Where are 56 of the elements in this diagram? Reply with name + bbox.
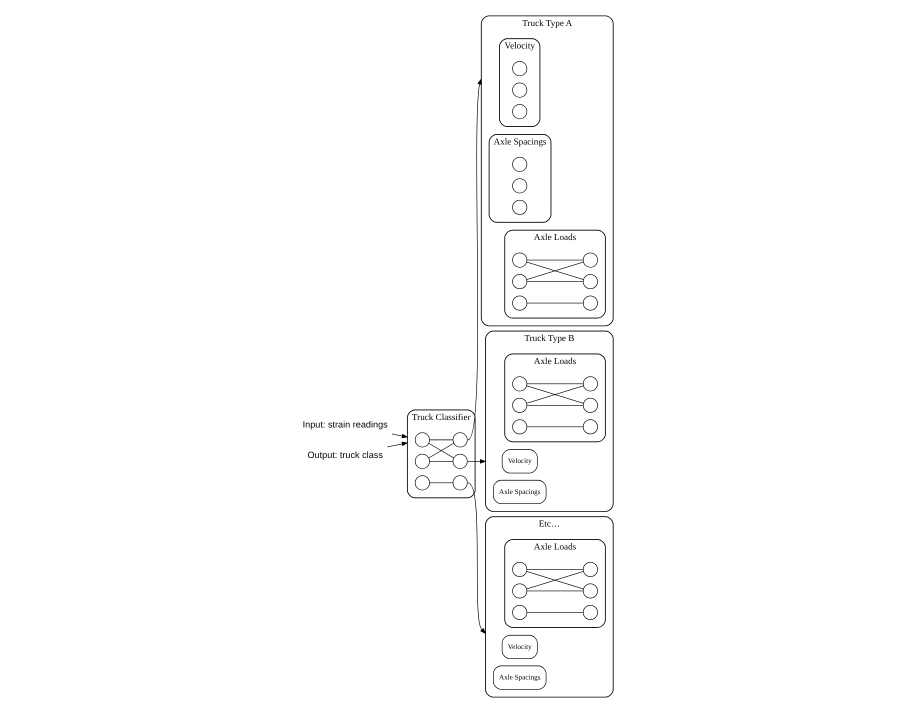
node-circle	[512, 376, 527, 392]
node-circle	[512, 398, 527, 413]
connector	[526, 302, 584, 304]
node-circle	[512, 583, 527, 598]
node-circle	[582, 398, 598, 413]
node-circle	[582, 296, 598, 311]
node-circle	[582, 376, 598, 392]
node-circle	[414, 475, 430, 490]
node-circle	[512, 562, 527, 577]
connector	[526, 281, 584, 282]
node-circle	[452, 475, 468, 490]
arrow	[391, 434, 408, 438]
cluster: Axle Loads	[504, 539, 606, 628]
node-circle	[414, 432, 430, 448]
node-circle	[512, 252, 527, 268]
node-circle	[452, 432, 468, 448]
node-circle	[414, 454, 430, 469]
connector	[526, 569, 584, 570]
node-circle	[512, 61, 527, 76]
cluster: Axle Loads	[504, 230, 606, 318]
cluster: Velocity	[498, 38, 540, 128]
connector	[526, 571, 584, 590]
cluster: Truck Classifier	[406, 409, 476, 498]
node-circle	[512, 296, 527, 311]
connector	[526, 612, 584, 613]
node-circle	[512, 104, 527, 120]
node-text: Output: truck class	[306, 450, 382, 460]
connector	[428, 482, 453, 484]
node-circle	[512, 419, 527, 434]
arrow	[467, 78, 482, 440]
arrow	[467, 482, 486, 634]
node-circle	[452, 454, 468, 469]
arrow	[386, 442, 408, 448]
connector	[428, 461, 453, 462]
node-circle	[512, 82, 527, 98]
connector	[526, 386, 584, 404]
cluster: Axle Loads	[504, 353, 606, 442]
connector	[526, 590, 584, 592]
node-circle	[582, 583, 598, 598]
node-text: Input: strain readings	[302, 419, 388, 430]
node-circle	[512, 178, 527, 194]
node-circle	[512, 156, 527, 172]
node-circle	[582, 562, 598, 577]
node-circle	[582, 274, 598, 290]
connector	[526, 262, 584, 280]
node-circle	[512, 200, 527, 215]
cluster: Axle Spacings	[488, 134, 551, 223]
node-circle	[582, 252, 598, 268]
connector	[428, 442, 454, 458]
connector	[526, 426, 584, 428]
connector	[526, 405, 584, 406]
node-circle	[512, 274, 527, 290]
arrow	[467, 459, 486, 464]
node-circle	[582, 604, 598, 620]
node-circle	[512, 604, 527, 620]
node-circle	[582, 419, 598, 434]
